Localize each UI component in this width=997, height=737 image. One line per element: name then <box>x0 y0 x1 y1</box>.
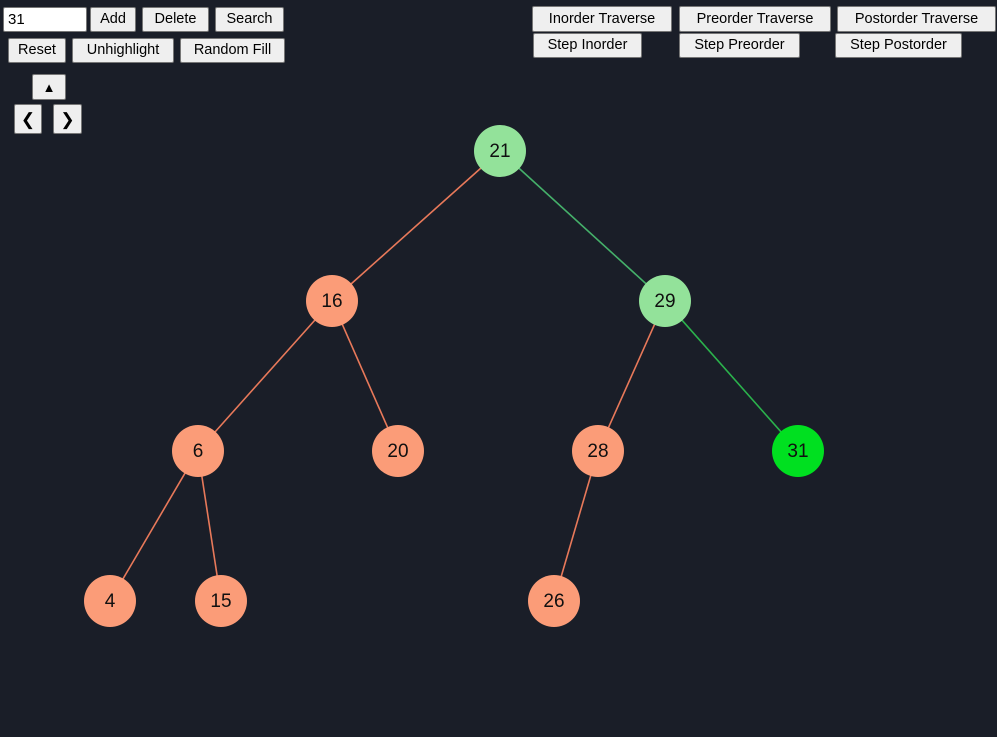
tree-edge <box>680 318 783 434</box>
tree-node-label: 15 <box>210 590 232 612</box>
tree-node-label: 4 <box>104 590 116 612</box>
tree-node-label: 16 <box>321 290 343 312</box>
tree-node-21[interactable]: 21 <box>474 125 526 177</box>
add-button[interactable]: Add <box>90 7 136 32</box>
tree-node-label: 6 <box>192 440 204 462</box>
tree-node-label: 20 <box>387 440 409 462</box>
tree-edge <box>340 322 390 430</box>
tree-node-6[interactable]: 6 <box>172 425 224 477</box>
unhighlight-button[interactable]: Unhighlight <box>72 38 174 63</box>
tree-node-label: 26 <box>543 590 565 612</box>
tree-node-label: 21 <box>489 140 511 162</box>
tree-edge <box>121 471 187 581</box>
search-button[interactable]: Search <box>215 7 284 32</box>
nav-up-icon[interactable]: ▲ <box>32 74 66 100</box>
postorder-traverse-button[interactable]: Postorder Traverse <box>837 6 996 32</box>
tree-edge <box>349 166 483 286</box>
nav-right-icon[interactable]: ❯ <box>53 104 82 134</box>
inorder-traverse-button[interactable]: Inorder Traverse <box>532 6 672 32</box>
tree-edge <box>213 318 317 434</box>
tree-node-29[interactable]: 29 <box>639 275 691 327</box>
tree-node-28[interactable]: 28 <box>572 425 624 477</box>
tree-node-20[interactable]: 20 <box>372 425 424 477</box>
tree-node-label: 29 <box>654 290 676 312</box>
tree-node-26[interactable]: 26 <box>528 575 580 627</box>
preorder-traverse-button[interactable]: Preorder Traverse <box>679 6 831 32</box>
tree-node-label: 31 <box>787 440 809 462</box>
step-inorder-button[interactable]: Step Inorder <box>533 33 642 58</box>
nav-left-icon[interactable]: ❮ <box>14 104 42 134</box>
tree-node-label: 28 <box>587 440 609 462</box>
step-preorder-button[interactable]: Step Preorder <box>679 33 800 58</box>
random-fill-button[interactable]: Random Fill <box>180 38 285 63</box>
tree-node-16[interactable]: 16 <box>306 275 358 327</box>
value-input[interactable] <box>3 7 87 32</box>
tree-node-4[interactable]: 4 <box>84 575 136 627</box>
step-postorder-button[interactable]: Step Postorder <box>835 33 962 58</box>
delete-button[interactable]: Delete <box>142 7 209 32</box>
reset-button[interactable]: Reset <box>8 38 66 63</box>
tree-node-31[interactable]: 31 <box>772 425 824 477</box>
tree-edge <box>607 322 656 430</box>
tree-node-15[interactable]: 15 <box>195 575 247 627</box>
tree-edge <box>517 166 648 286</box>
tree-edge <box>559 473 593 579</box>
tree-edge <box>200 474 219 578</box>
